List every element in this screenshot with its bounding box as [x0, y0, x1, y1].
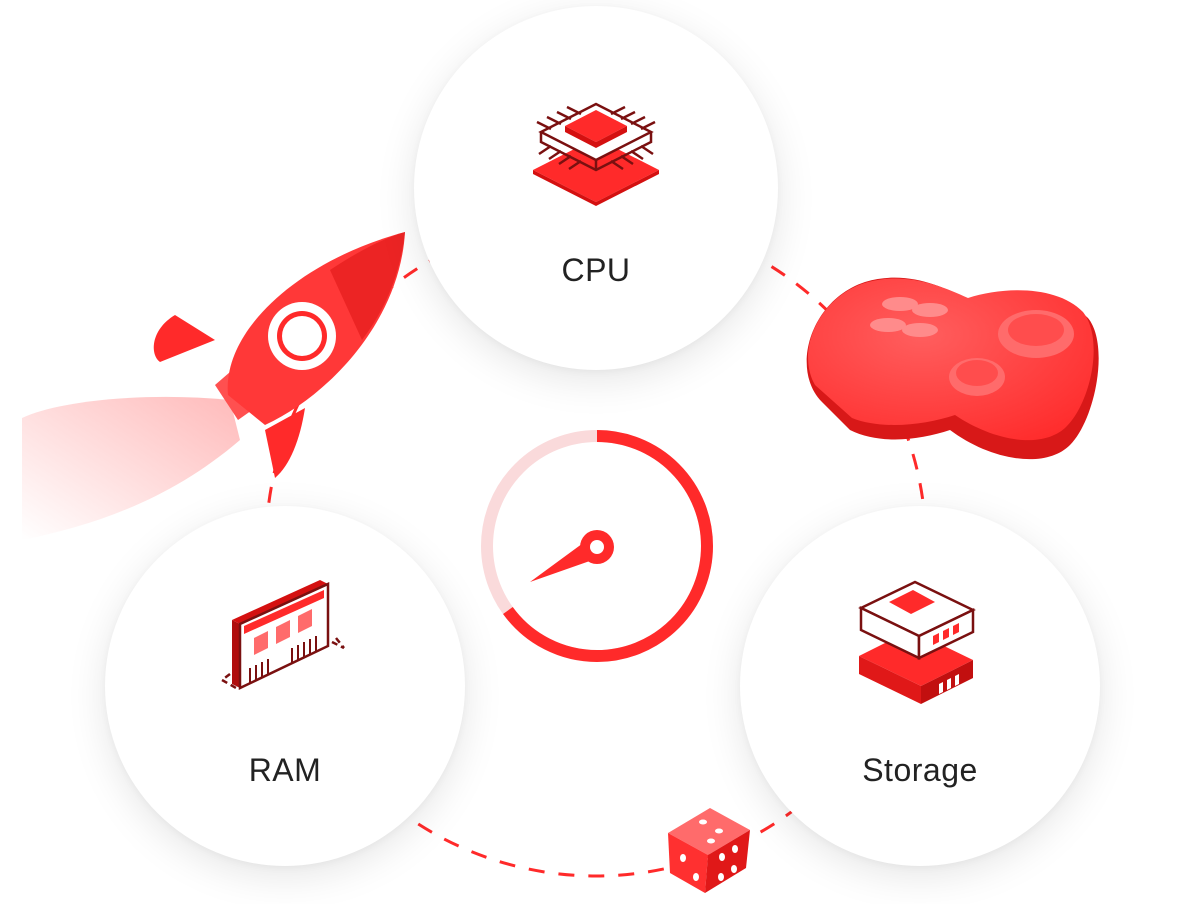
cpu-node: CPU — [414, 6, 778, 370]
ssd-storage-icon — [858, 580, 976, 704]
ram-node: RAM — [105, 506, 465, 866]
cpu-chip-icon — [533, 102, 659, 206]
storage-node: Storage — [740, 506, 1100, 866]
dice-icon — [668, 808, 750, 893]
gauge-progress-arc — [481, 430, 713, 662]
ram-label: RAM — [248, 752, 322, 788]
speedometer-gauge-icon — [481, 430, 713, 662]
ram-module-icon — [221, 580, 345, 690]
gamepad-icon — [806, 277, 1099, 460]
rocket-icon — [22, 232, 405, 540]
gauge-hub-center — [590, 540, 604, 554]
rocket-flame-trail — [22, 396, 240, 540]
storage-label: Storage — [862, 752, 978, 788]
cpu-label: CPU — [561, 252, 631, 288]
